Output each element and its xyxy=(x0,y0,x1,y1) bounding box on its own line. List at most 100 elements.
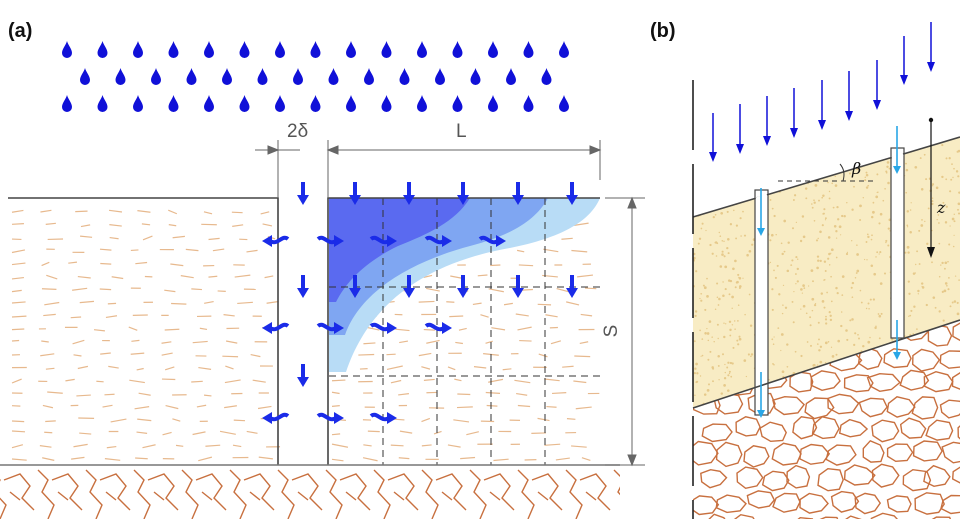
raindrop-icon xyxy=(97,95,108,112)
wavy-right-arrow-icon xyxy=(442,322,452,334)
raindrop-icon xyxy=(381,95,392,112)
raindrop-icon xyxy=(222,68,232,85)
down-arrow-icon xyxy=(403,195,415,205)
raindrop-icon xyxy=(133,41,143,58)
down-arrow-icon xyxy=(403,288,415,298)
raindrop-icon xyxy=(204,41,214,58)
depth-arrowhead xyxy=(927,247,935,258)
raindrop-icon xyxy=(151,68,161,85)
down-arrow-icon xyxy=(893,166,901,174)
wavy-right-arrow-icon xyxy=(387,235,397,247)
raindrop-icon xyxy=(97,41,108,58)
raindrop-icon xyxy=(239,41,250,58)
raindrop-icon xyxy=(452,95,463,112)
soil-bedrock-interface xyxy=(692,319,960,409)
rain-arrow-icon xyxy=(927,62,935,72)
down-arrow-icon xyxy=(566,195,578,205)
raindrop-icon xyxy=(523,95,534,112)
gap-width-label: 2δ xyxy=(287,121,308,142)
down-arrow-icon xyxy=(757,410,765,418)
rain-arrow-icon xyxy=(900,75,908,85)
wavy-right-arrow-icon xyxy=(334,412,344,424)
wetting-front-dark xyxy=(329,198,470,302)
rain-arrow-icon xyxy=(873,100,881,110)
down-arrow-icon xyxy=(349,288,361,298)
raindrop-icon xyxy=(417,41,427,58)
down-arrow-icon xyxy=(349,195,361,205)
raindrop-icon xyxy=(452,41,463,58)
raindrop-icon xyxy=(186,68,197,85)
angle-arc xyxy=(839,163,845,182)
raindrop-icon xyxy=(275,41,285,58)
raindrop-icon xyxy=(364,68,374,85)
down-arrow-icon xyxy=(893,352,901,360)
wavy-left-arrow-icon xyxy=(262,412,272,424)
wavy-right-arrow-icon xyxy=(496,235,506,247)
raindrop-icon xyxy=(310,95,321,113)
wavy-right-arrow-icon xyxy=(387,322,397,334)
raindrop-icon xyxy=(488,41,498,58)
slope-surface-line xyxy=(692,136,960,218)
down-arrow-icon xyxy=(297,195,309,205)
dimension-lines xyxy=(255,140,645,467)
panel-b-label: (b) xyxy=(650,20,676,42)
down-arrow-icon xyxy=(566,288,578,298)
raindrop-icon xyxy=(80,68,90,85)
length-label: L xyxy=(456,121,467,142)
wavy-right-arrow-icon xyxy=(442,235,452,247)
raindrop-icon xyxy=(488,95,498,112)
raindrop-icon xyxy=(399,68,410,85)
raindrop-icon xyxy=(115,68,126,85)
raindrop-icon xyxy=(133,95,143,112)
rain-arrow-icon xyxy=(818,120,826,130)
raindrop-icon xyxy=(275,95,285,112)
rain-arrow-icon xyxy=(790,128,798,138)
raindrop-icon xyxy=(328,68,339,85)
raindrop-icon xyxy=(523,41,534,58)
raindrop-icon xyxy=(541,68,552,85)
bedrock-texture xyxy=(0,469,620,519)
down-arrow-icon xyxy=(512,288,524,298)
wavy-right-arrow-icon xyxy=(334,235,344,247)
raindrop-icon xyxy=(559,95,569,112)
depth-z-label: z xyxy=(936,198,946,217)
wavy-right-arrow-icon xyxy=(387,412,397,424)
down-arrow-icon xyxy=(757,228,765,236)
rain-arrows xyxy=(709,22,935,162)
crack-flow-arrows xyxy=(757,126,901,418)
raindrop-icon xyxy=(257,68,268,85)
down-arrow-icon xyxy=(512,195,524,205)
depth-label: S xyxy=(601,325,622,338)
raindrop-icon xyxy=(381,41,392,58)
rain-arrow-icon xyxy=(845,111,853,121)
raindrop-icon xyxy=(435,68,445,85)
raindrop-icon xyxy=(346,95,356,112)
down-arrow-icon xyxy=(457,288,469,298)
raindrop-icon xyxy=(506,68,516,85)
slope-angle-label: β xyxy=(851,159,861,178)
down-arrow-icon xyxy=(457,195,469,205)
wavy-left-arrow-icon xyxy=(262,322,272,334)
raindrop-icon xyxy=(62,95,72,112)
raindrop-icon xyxy=(168,41,179,58)
rain-arrow-icon xyxy=(709,152,717,162)
depth-origin xyxy=(928,117,934,123)
rain-arrow-icon xyxy=(763,136,771,146)
raindrop-icon xyxy=(346,41,356,58)
raindrop-icon xyxy=(293,68,303,85)
raindrop-icon xyxy=(204,95,214,112)
raindrop-icon xyxy=(470,68,481,85)
raindrop-icon xyxy=(62,41,72,58)
raindrop-icon xyxy=(559,41,569,58)
raindrop-icon xyxy=(239,95,250,112)
panel-a-label: (a) xyxy=(8,20,32,42)
raindrop-icon xyxy=(417,95,427,112)
down-arrow-icon xyxy=(297,377,309,387)
raindrop-icon xyxy=(168,95,179,112)
down-arrow-icon xyxy=(297,288,309,298)
rain-arrow-icon xyxy=(736,144,744,154)
wavy-right-arrow-icon xyxy=(334,322,344,334)
rain-drops xyxy=(62,41,569,113)
